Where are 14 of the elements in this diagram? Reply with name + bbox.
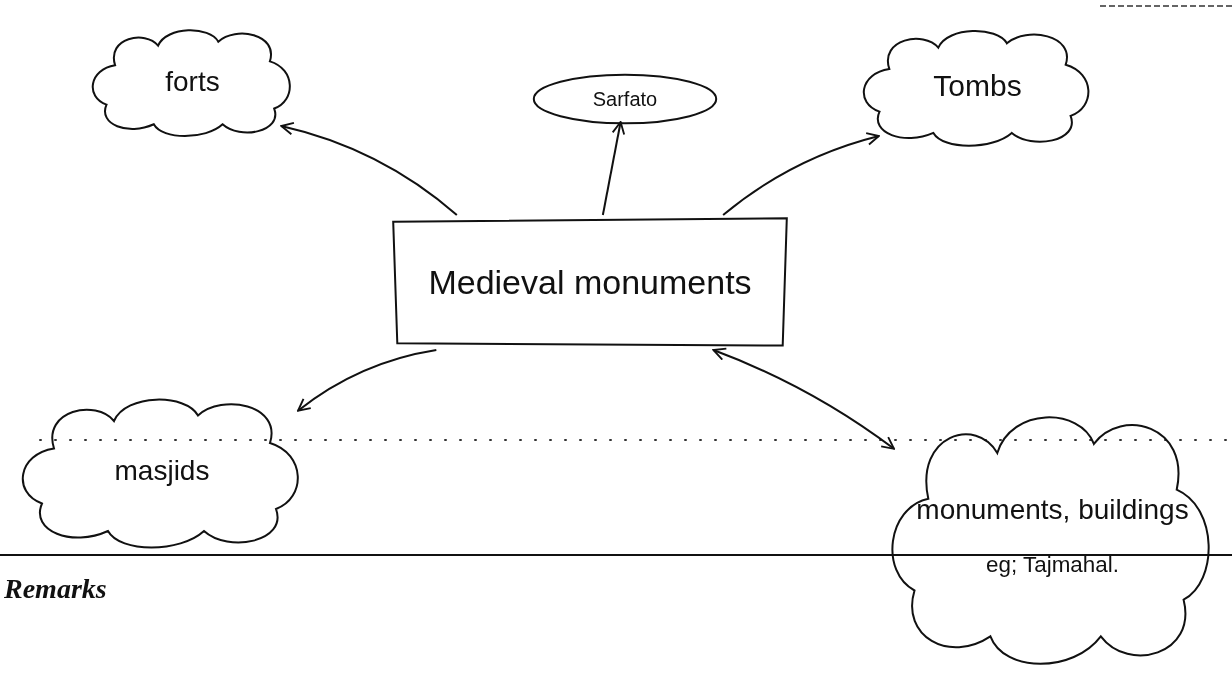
node-label: Tombs xyxy=(932,68,1023,105)
node-label: monuments, buildings xyxy=(915,493,1190,527)
node-label: eg; Tajmahal. xyxy=(985,551,1120,579)
arrow xyxy=(722,132,880,216)
section-heading: Remarks xyxy=(4,572,107,606)
arrow xyxy=(297,349,438,412)
node-label: forts xyxy=(164,64,221,99)
arrow xyxy=(601,121,626,216)
arrow xyxy=(280,122,458,216)
arrow xyxy=(712,347,895,450)
node-label: Medieval monuments xyxy=(427,262,753,304)
node-label: masjids xyxy=(113,454,211,488)
node-label: Sarfato xyxy=(591,86,659,112)
oval-node xyxy=(530,72,720,126)
